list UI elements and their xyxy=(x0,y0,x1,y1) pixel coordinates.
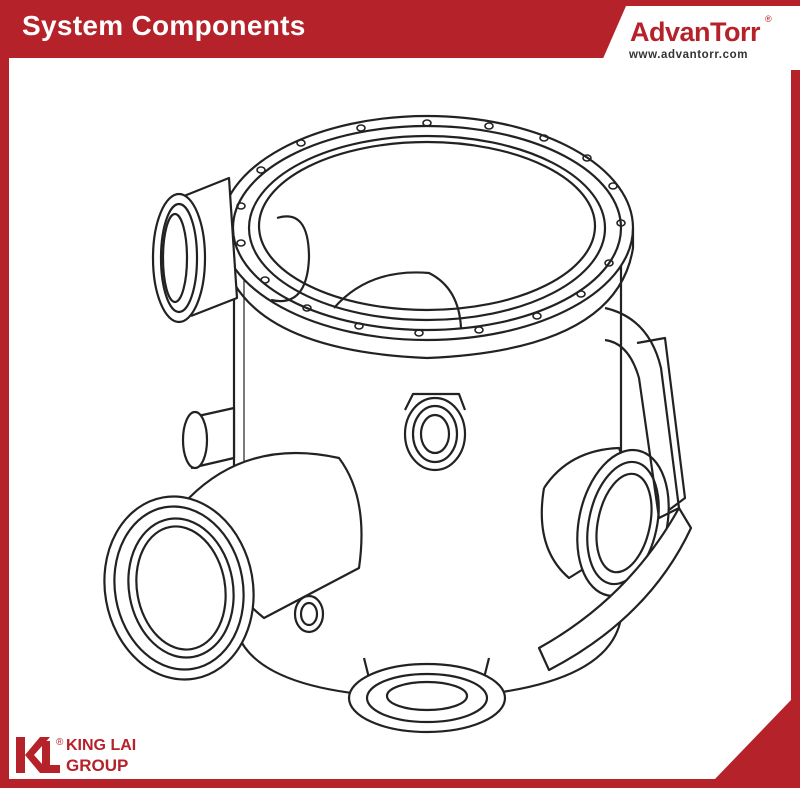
brand-logo-panel xyxy=(598,6,800,70)
right-side-bracket xyxy=(537,306,693,672)
top-flange xyxy=(219,114,635,360)
mid-left-port xyxy=(181,406,236,470)
bottom-port xyxy=(347,657,507,734)
upper-left-port xyxy=(151,176,239,324)
front-left-large-port xyxy=(103,452,363,681)
king-lai-logo-icon xyxy=(16,737,60,773)
brand-url[interactable]: www.advantorr.com xyxy=(629,49,749,61)
small-lower-port xyxy=(293,594,325,634)
top-flange-bolt-holes xyxy=(236,119,626,337)
page-title: System Components xyxy=(22,10,306,41)
king-lai-group: GROUP xyxy=(66,756,129,775)
brand-name: AdvanTorr xyxy=(630,17,761,47)
front-port xyxy=(403,392,467,472)
king-lai-name: KING LAI xyxy=(66,737,137,754)
king-lai-registered-mark: ® xyxy=(56,737,64,748)
brand-registered-mark: ® xyxy=(765,14,772,24)
vacuum-chamber-illustration xyxy=(103,114,693,734)
